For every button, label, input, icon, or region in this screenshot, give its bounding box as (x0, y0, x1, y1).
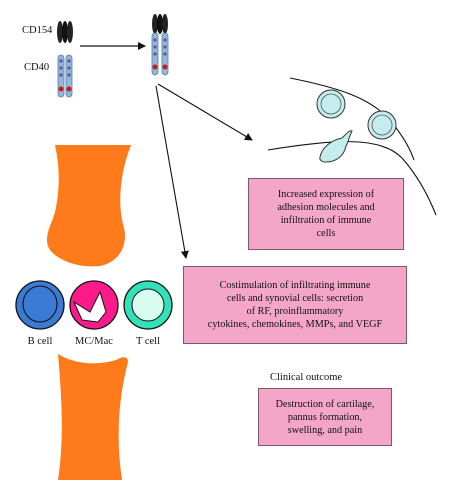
lower-bone (58, 354, 128, 480)
outcome-line-1: Destruction of cartilage, (275, 398, 375, 410)
adhesion-line-1: Increased expression of (277, 189, 375, 200)
vessel-cell-2 (367, 110, 397, 140)
mc-mac-label: MC/Mac (75, 336, 113, 347)
costimulation-line-3: of RF, proinflammatory (246, 306, 344, 317)
cd154-ligand-icon (57, 21, 73, 43)
adhesion-line-4: cells (316, 228, 336, 239)
b-cell-icon (15, 280, 65, 330)
costimulation-line-1: Costimulation of infiltrating immune (219, 280, 371, 291)
outcome-box: Destruction of cartilage, pannus formati… (258, 388, 392, 446)
vessel-wall-outer (267, 141, 437, 216)
cd40-receptor-icon (57, 54, 73, 98)
migrating-cell (319, 130, 353, 163)
cd154-label: CD154 (22, 25, 53, 36)
vessel-wall-inner (289, 77, 415, 161)
costimulation-box: Costimulation of infiltrating immune cel… (183, 266, 407, 344)
cd40-label: CD40 (24, 62, 50, 73)
costimulation-line-4: cytokines, chemokines, MMPs, and VEGF (207, 319, 383, 330)
outcome-line-2: pannus formation, (287, 411, 363, 423)
arrow-to-vessel (157, 83, 253, 141)
upper-bone (46, 145, 131, 267)
mc-mac-cell-icon (69, 280, 119, 330)
t-cell-label: T cell (135, 336, 160, 347)
adhesion-line-2: adhesion molecules and (277, 202, 375, 213)
adhesion-line-3: infiltration of immune (280, 215, 372, 226)
cd154-cd40-complex-icon (151, 14, 169, 76)
adhesion-box: Increased expression of adhesion molecul… (248, 178, 404, 250)
clinical-outcome-heading: Clinical outcome (270, 372, 343, 383)
b-cell-label: B cell (27, 336, 53, 347)
costimulation-line-2: cells and synovial cells: secretion (226, 293, 364, 304)
arrow-to-costimulation (155, 85, 189, 259)
t-cell-icon (123, 280, 173, 330)
outcome-line-3: swelling, and pain (287, 424, 363, 436)
vessel-cell-1 (316, 89, 346, 119)
